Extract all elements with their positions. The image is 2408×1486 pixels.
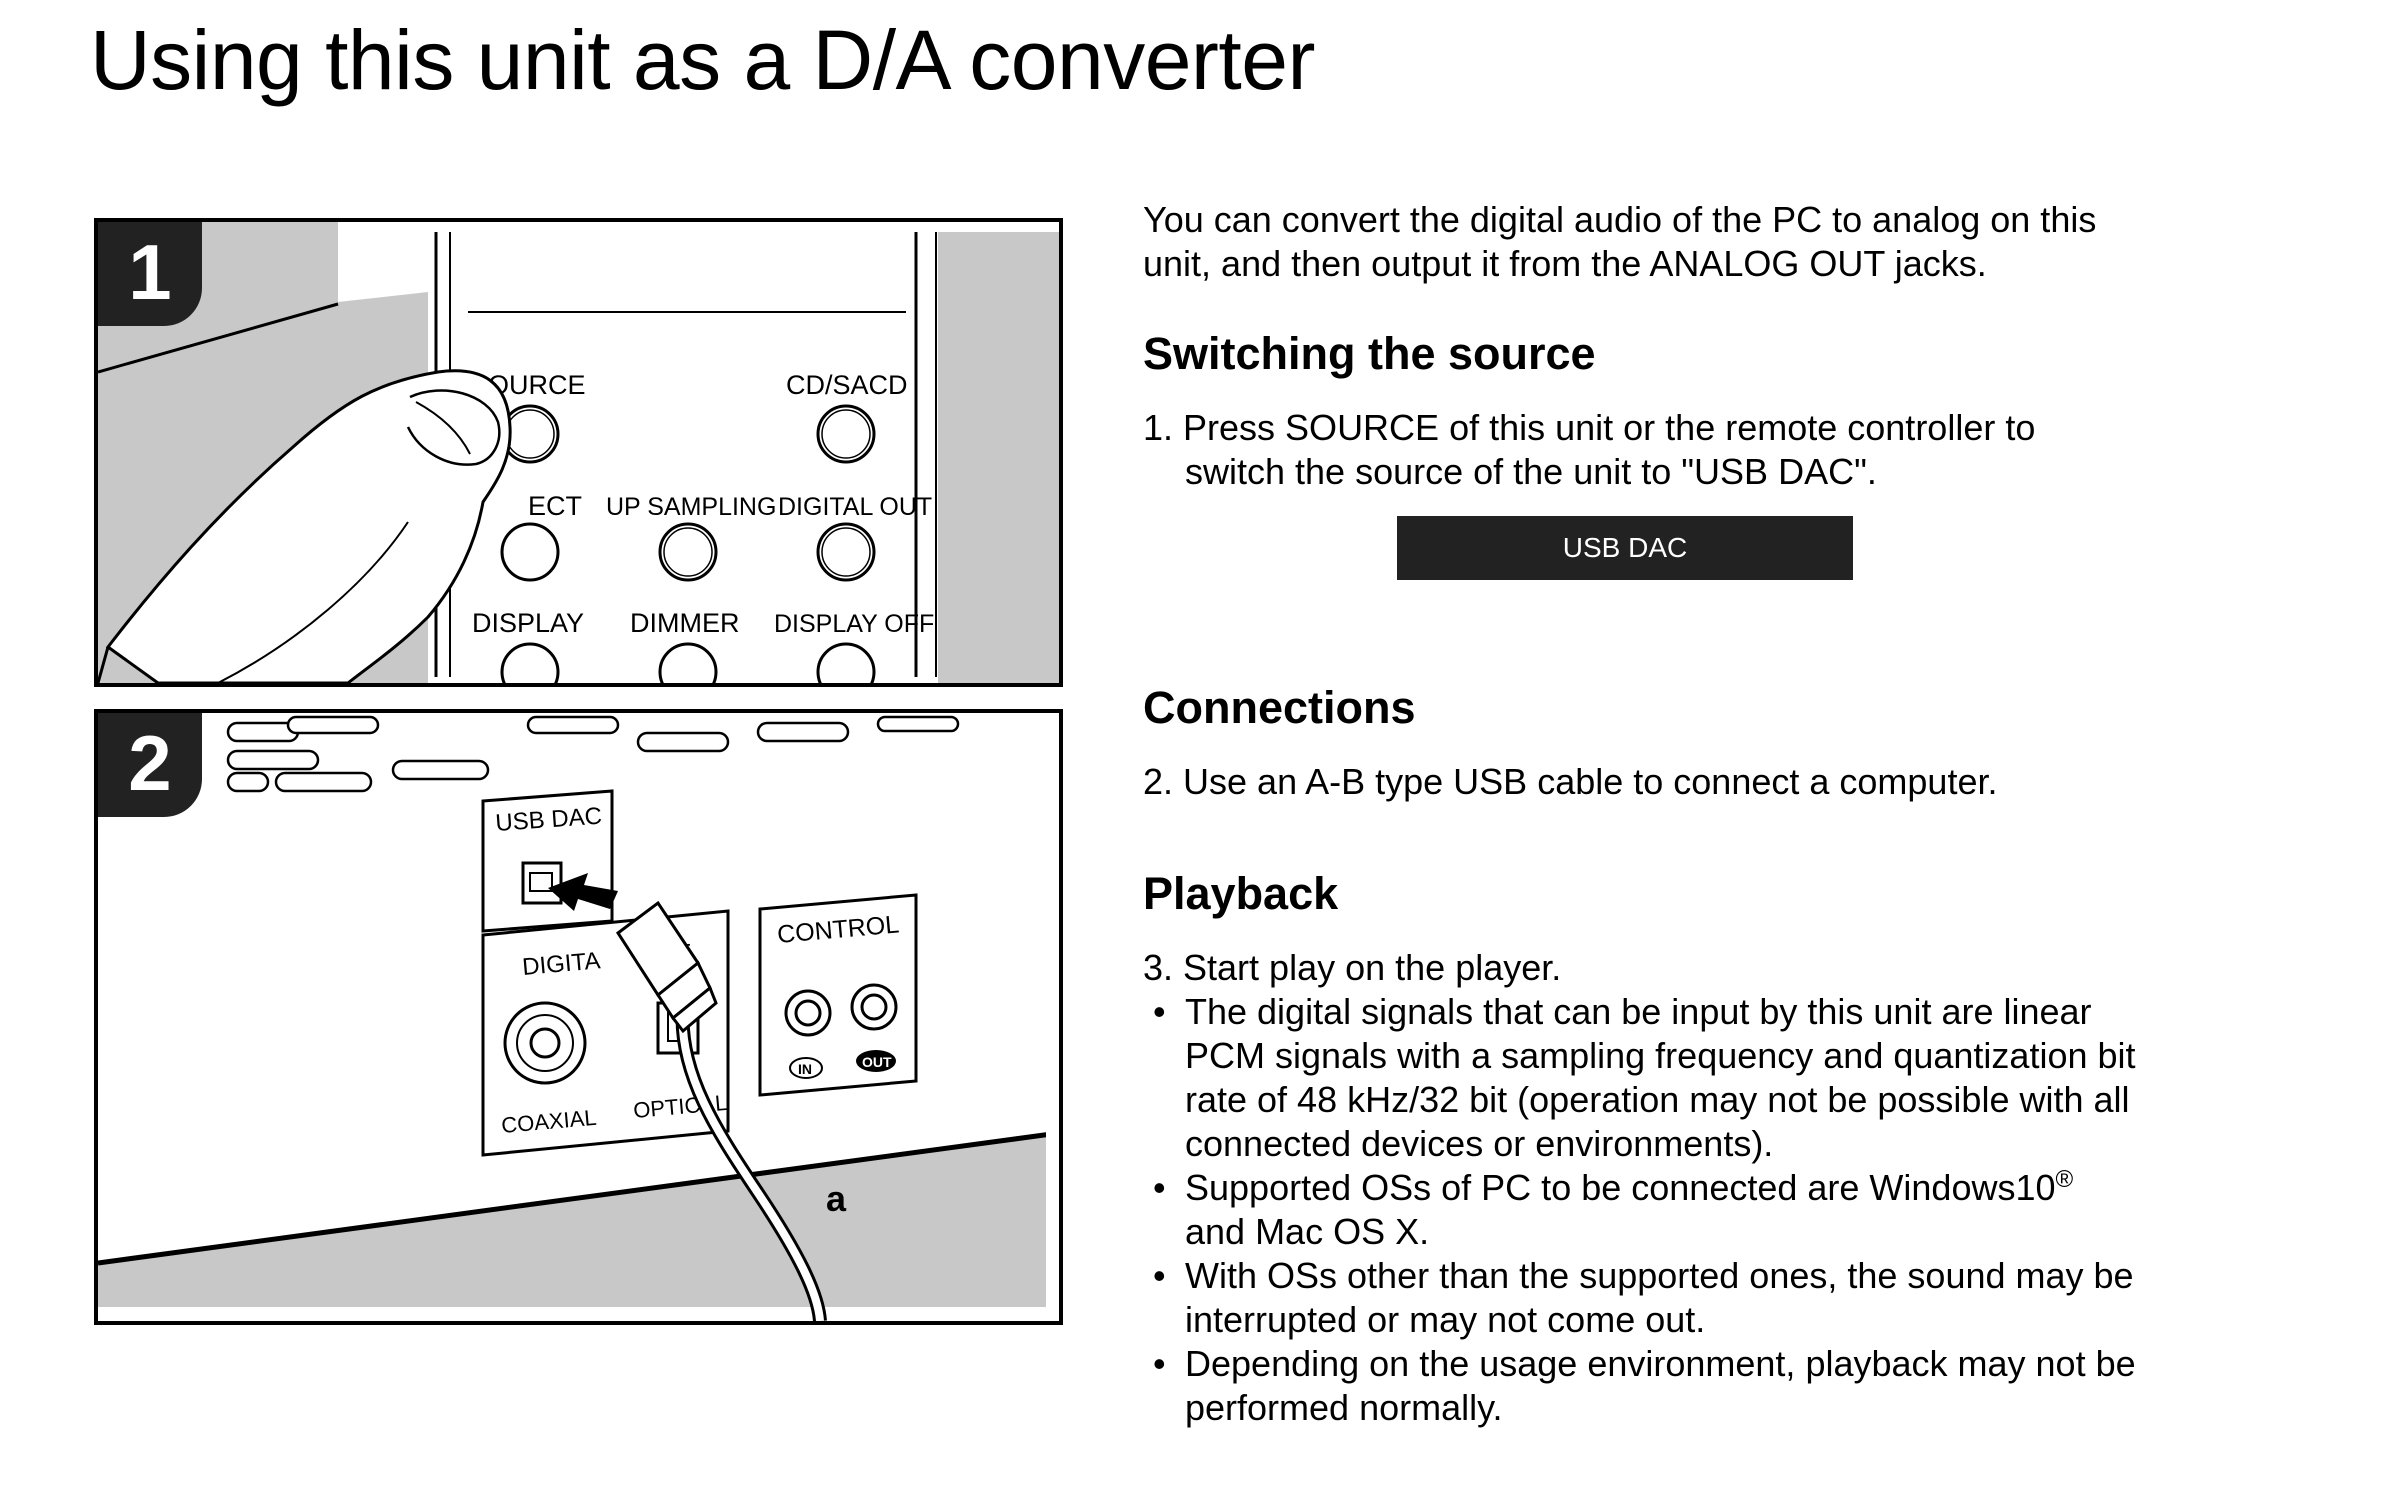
label-cable-a: a <box>826 1178 847 1219</box>
figure-1-press-source: SOURCE CD/SACD ECT UP SAMPLING DIGITAL O… <box>94 218 1063 687</box>
label-display-off: DISPLAY OFF <box>774 610 934 638</box>
page-title: Using this unit as a D/A converter <box>90 13 1315 107</box>
label-cd-sacd: CD/SACD <box>786 370 908 400</box>
label-input-select: ECT <box>528 491 582 521</box>
step-1-badge: 1 <box>98 222 202 326</box>
list-item: Depending on the usage environment, play… <box>1143 1342 2143 1430</box>
figure-2-usb-connection: USB DAC DIGITA UT COAXIAL OPTICAL CONTRO… <box>94 709 1063 1325</box>
label-in: IN <box>798 1061 812 1077</box>
label-dimmer: DIMMER <box>630 608 740 638</box>
step-2-badge: 2 <box>98 713 202 817</box>
insert-arrow-icon <box>548 873 618 911</box>
intro-paragraph: You can convert the digital audio of the… <box>1143 199 2097 284</box>
step-2-text: 2. Use an A-B type USB cable to connect … <box>1143 761 1998 802</box>
hand-icon <box>98 292 512 683</box>
label-up-sampling: UP SAMPLING <box>606 493 776 521</box>
label-digital-out: DIGITAL OUT <box>778 493 932 521</box>
list-item: The digital signals that can be input by… <box>1143 990 2143 1166</box>
instructions-column: You can convert the digital audio of the… <box>1143 198 2143 1430</box>
registered-mark: ® <box>2055 1166 2074 1193</box>
control-jacks-icon <box>784 983 898 1037</box>
usb-dac-display-indicator: USB DAC <box>1397 516 1853 580</box>
label-out: OUT <box>862 1054 892 1070</box>
figure-1-illustration: SOURCE CD/SACD ECT UP SAMPLING DIGITAL O… <box>98 222 1059 683</box>
label-display: DISPLAY <box>472 608 584 638</box>
heading-connections: Connections <box>1143 682 1416 733</box>
list-item: Supported OSs of PC to be connected are … <box>1143 1166 2143 1254</box>
list-item: With OSs other than the supported ones, … <box>1143 1254 2143 1342</box>
coaxial-jack-icon <box>503 1001 587 1085</box>
usb-b-port-icon <box>521 861 563 905</box>
figure-2-illustration: USB DAC DIGITA UT COAXIAL OPTICAL CONTRO… <box>98 713 1059 1321</box>
heading-playback: Playback <box>1143 868 1339 919</box>
playback-notes-list: The digital signals that can be input by… <box>1143 990 2143 1430</box>
step-1-text: 1. Press SOURCE of this unit or the remo… <box>1143 407 2036 492</box>
usb-cable-icon <box>615 900 827 1321</box>
step-3-text: 3. Start play on the player. <box>1143 947 1562 988</box>
heading-switching-source: Switching the source <box>1143 328 1596 379</box>
